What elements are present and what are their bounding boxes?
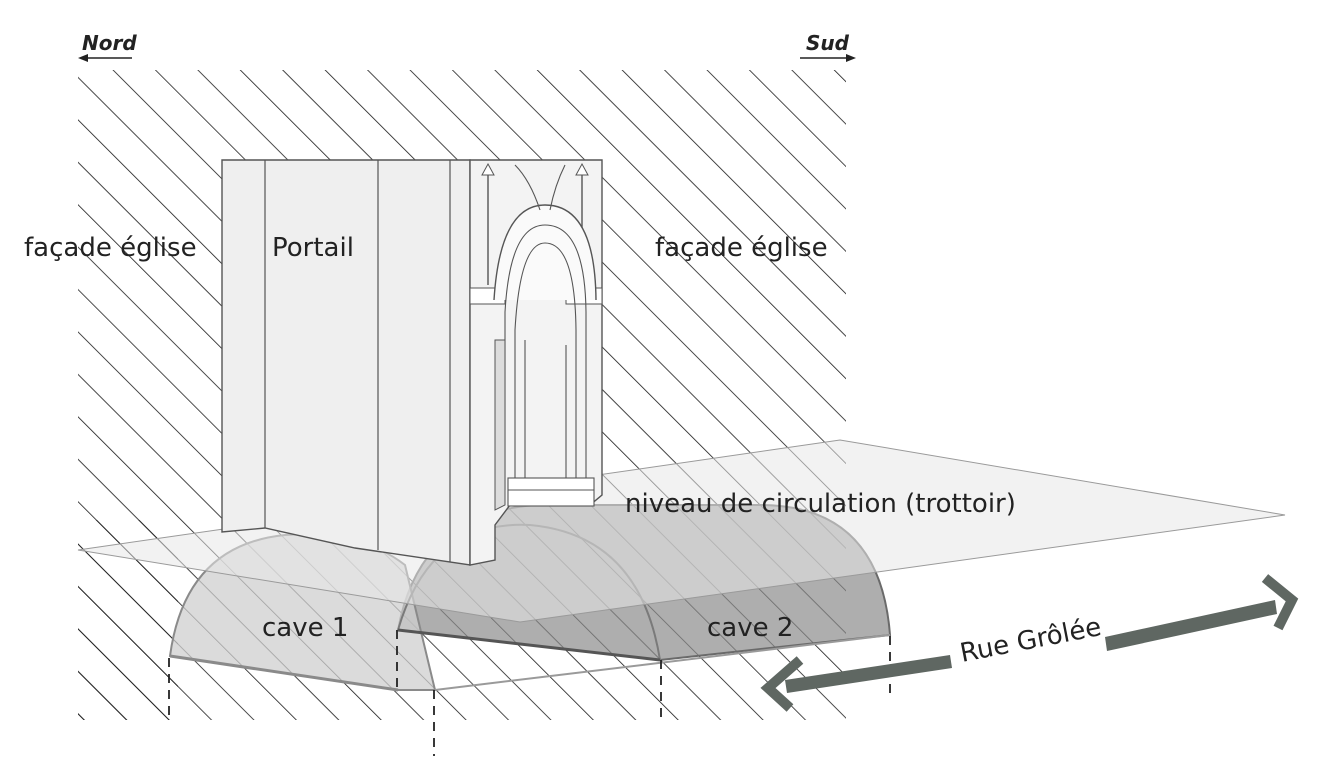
- cellar-1-label: cave 1: [262, 613, 348, 643]
- svg-text:Sud: Sud: [806, 31, 850, 55]
- portal-block: [221, 159, 603, 566]
- south-arrow: Sud: [800, 31, 856, 62]
- walkway-level-label: niveau de circulation (trottoir): [625, 489, 1016, 519]
- facade-left-label: façade église: [24, 233, 197, 263]
- street-label: Rue Grôlée: [958, 612, 1104, 669]
- cellar-2-label: cave 2: [707, 613, 793, 643]
- facade-right-label: façade église: [655, 233, 828, 263]
- north-arrow: Nord: [78, 31, 137, 62]
- svg-text:Nord: Nord: [82, 31, 137, 55]
- portal-label: Portail: [272, 233, 354, 263]
